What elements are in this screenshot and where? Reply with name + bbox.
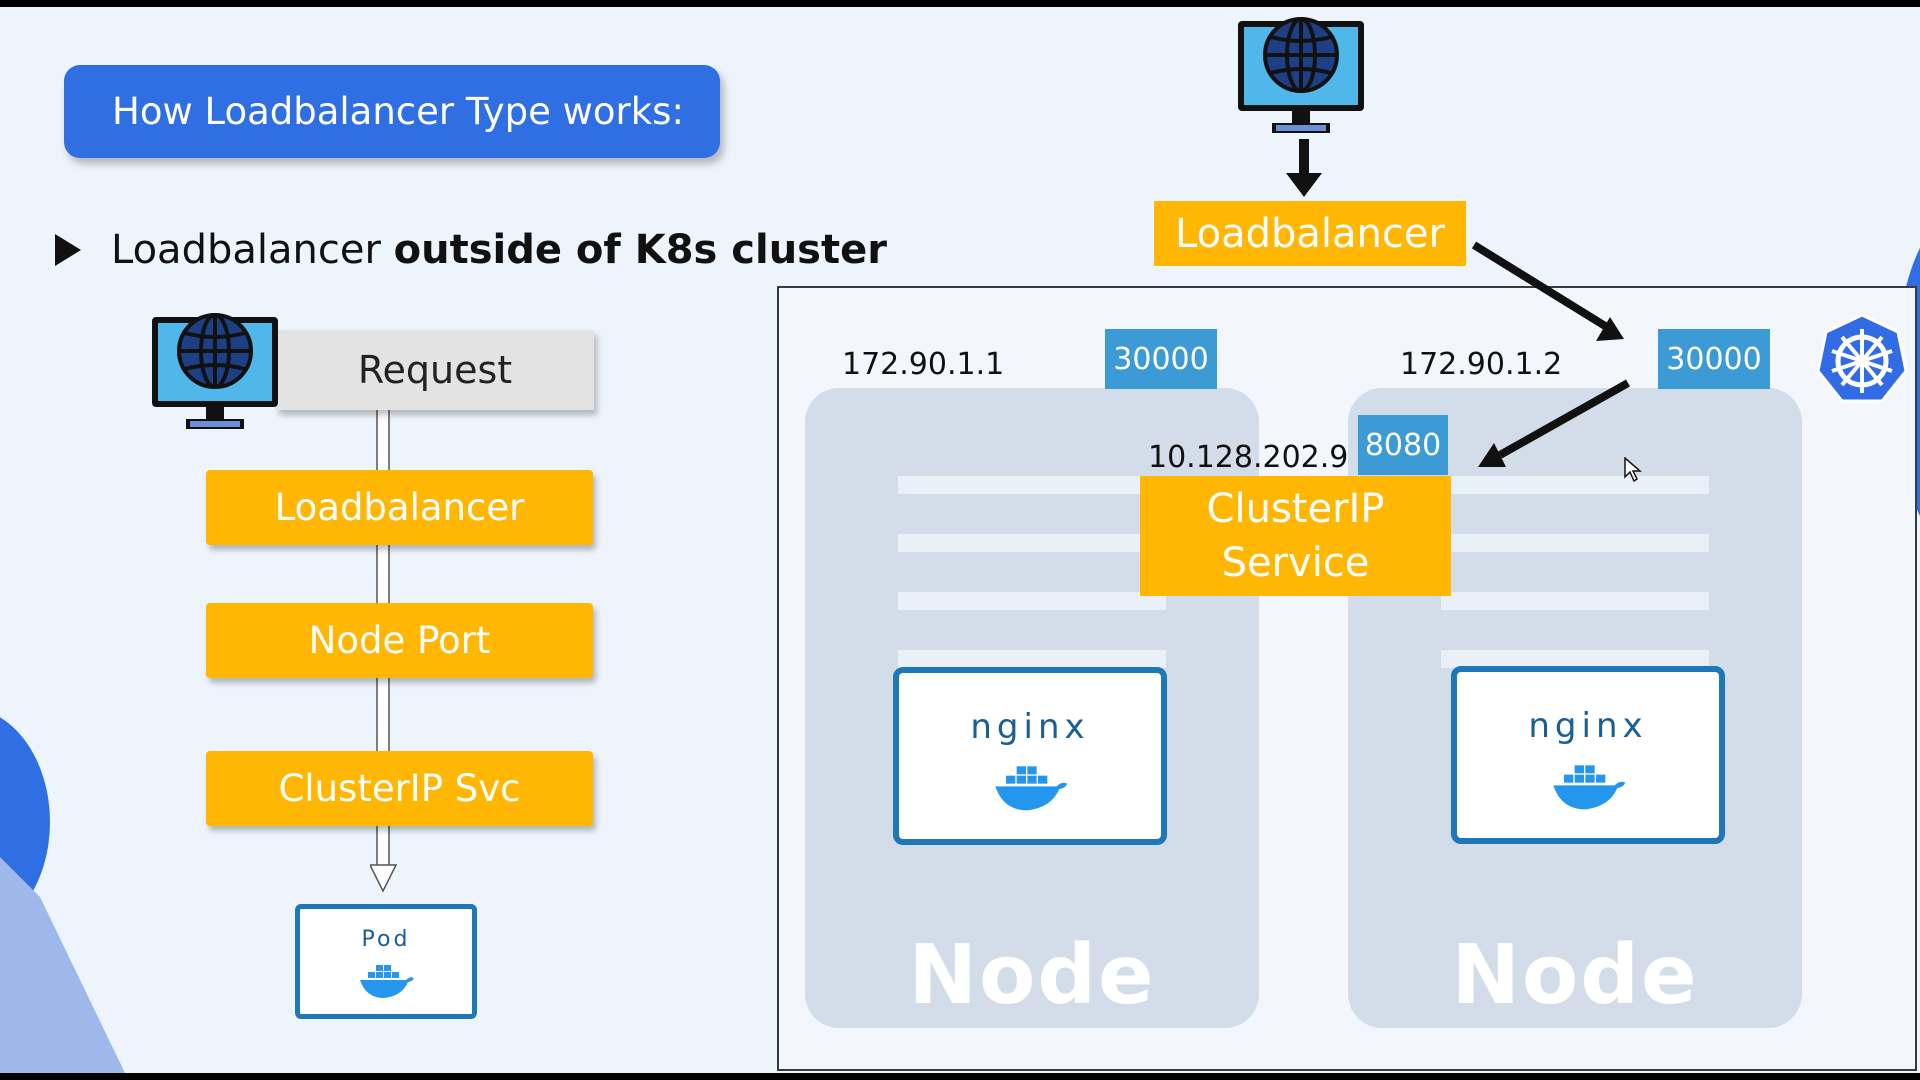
node-2-stripe [1441,534,1709,552]
bullet-triangle-icon [55,234,81,266]
bullet-point: Loadbalancer outside of K8s cluster [55,227,887,273]
node-2-port: 30000 [1658,329,1770,389]
computer-globe-icon-left [152,313,278,429]
service-ip: 10.128.202.9 [1148,440,1349,475]
computer-globe-icon-top [1238,17,1364,133]
pod-box: Pod [295,904,477,1019]
node-1-stripe [898,592,1166,610]
node-2-stripe [1441,476,1709,494]
kubernetes-logo-icon [1816,313,1908,403]
node-2-stripe [1441,592,1709,610]
docker-whale-icon [1553,765,1626,810]
decorative-triangle-left [0,857,125,1073]
nginx-pod-2: nginx [1451,666,1725,844]
request-box: Request [276,330,594,410]
node-1-ip: 172.90.1.1 [842,347,1005,382]
left-clusterip-box: ClusterIP Svc [206,751,593,826]
node-2-stripe [1441,650,1709,668]
node-1-stripe [898,534,1166,552]
left-nodeport-box: Node Port [206,603,593,678]
clusterip-service-line1: ClusterIP [1206,486,1385,532]
nginx-pod-2-label: nginx [1528,706,1648,746]
arrow-down-to-loadbalancer [1286,139,1322,197]
node-2-ip: 172.90.1.2 [1400,347,1563,382]
left-loadbalancer-box: Loadbalancer [206,470,593,545]
node-1-label: Node [908,928,1156,1023]
docker-whale-icon [360,965,414,998]
service-port: 8080 [1358,415,1448,475]
bullet-text-bold: outside of K8s cluster [393,227,887,273]
arrows-loadbalancer-to-service [1471,241,1630,467]
node-1-port: 30000 [1105,329,1217,389]
node-2-label: Node [1451,928,1699,1023]
pod-label: Pod [361,927,411,952]
docker-whale-icon [995,766,1068,811]
slide: How Loadbalancer Type works: Loadbalance… [0,7,1920,1073]
clusterip-service-box: ClusterIP Service [1140,476,1451,596]
nginx-pod-1-label: nginx [970,707,1090,747]
bullet-text: Loadbalancer outside of K8s cluster [111,227,887,273]
right-loadbalancer-box: Loadbalancer [1154,201,1466,266]
clusterip-service-line2: Service [1221,540,1370,586]
bullet-text-normal: Loadbalancer [111,227,394,273]
nginx-pod-1: nginx [893,667,1167,845]
slide-title: How Loadbalancer Type works: [64,65,720,158]
node-1-stripe [898,476,1166,494]
mouse-cursor-icon [1624,457,1642,483]
node-1-stripe [898,650,1166,668]
